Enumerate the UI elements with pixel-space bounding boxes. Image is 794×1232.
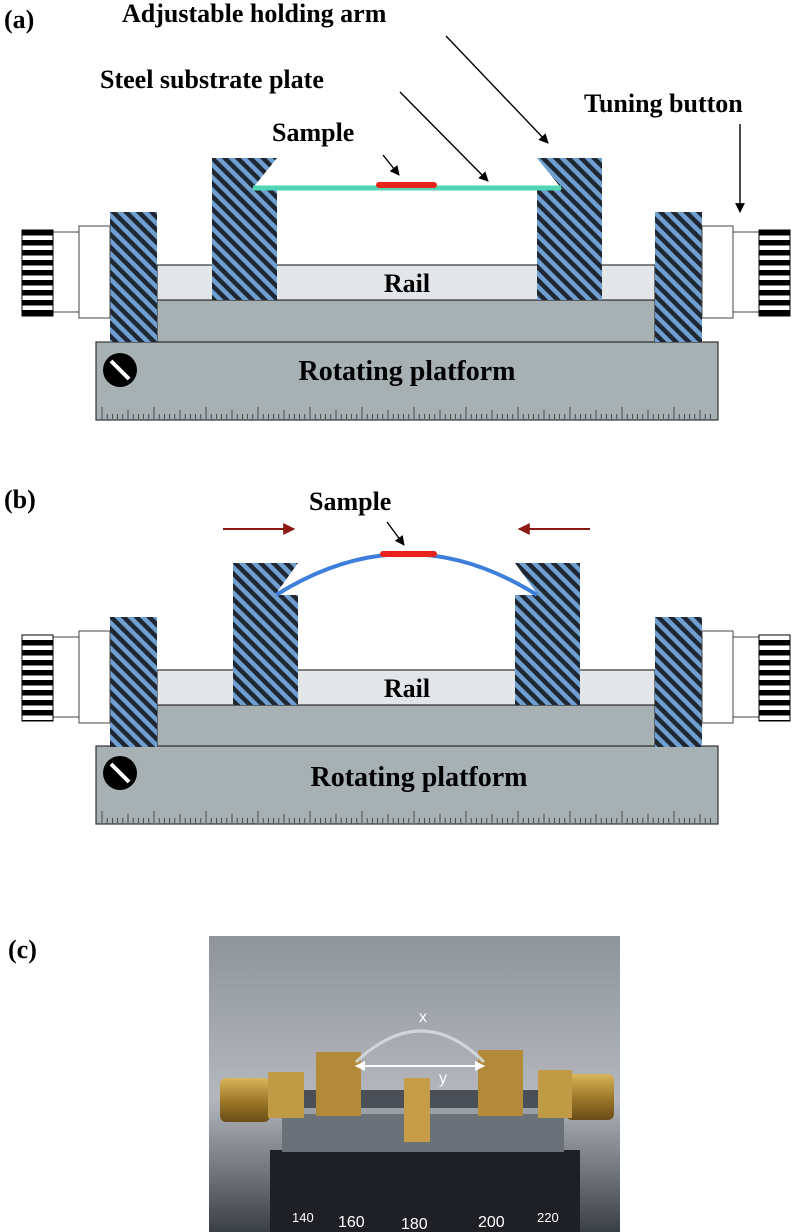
plate-pointer bbox=[399, 91, 489, 182]
left-button-barrel bbox=[78, 225, 111, 319]
screw-slot bbox=[109, 762, 131, 784]
right-end-block bbox=[655, 212, 702, 342]
panel-c: (c) 140 160 180 200 220 bbox=[8, 935, 620, 1232]
left-tuning-knob-icon bbox=[21, 634, 54, 722]
left-button-sleeve bbox=[52, 231, 80, 313]
photo-dial bbox=[270, 1150, 580, 1232]
callout-steel-plate: Steel substrate plate bbox=[100, 65, 324, 94]
dial-number: 140 bbox=[292, 1210, 314, 1225]
arc-length-label: x bbox=[419, 1009, 427, 1026]
right-button-sleeve bbox=[732, 636, 760, 718]
callout-holding-arm: Adjustable holding arm bbox=[122, 0, 387, 28]
photo-right-end bbox=[538, 1070, 572, 1118]
right-tuning-knob-icon bbox=[758, 634, 791, 722]
photo-left-knob bbox=[220, 1078, 270, 1122]
panel-b-label: (b) bbox=[4, 485, 36, 514]
rotating-platform bbox=[95, 341, 719, 421]
rail-label: Rail bbox=[384, 269, 430, 298]
photo-right-clamp bbox=[478, 1050, 523, 1116]
setup-photo: 140 160 180 200 220 x y bbox=[209, 936, 620, 1232]
right-end-block bbox=[655, 617, 702, 747]
right-button-sleeve bbox=[732, 231, 760, 313]
right-button-barrel bbox=[701, 630, 734, 724]
callout-sample-a: Sample bbox=[272, 118, 354, 147]
photo-left-end bbox=[268, 1072, 304, 1118]
platform-label: Rotating platform bbox=[311, 762, 528, 793]
panel-c-label: (c) bbox=[8, 935, 37, 964]
arm-pointer bbox=[445, 35, 549, 144]
left-button-barrel bbox=[78, 630, 111, 724]
right-tuning-knob-icon bbox=[758, 229, 791, 317]
rotating-platform bbox=[95, 745, 719, 825]
left-holding-arm bbox=[233, 563, 298, 705]
right-holding-arm bbox=[537, 158, 602, 300]
left-tuning-knob-icon bbox=[21, 229, 54, 317]
panel-a: (a) Rotating platform Rail Adjustable ho… bbox=[4, 0, 791, 421]
bent-substrate-plate bbox=[274, 552, 539, 597]
photo-left-clamp bbox=[316, 1052, 361, 1116]
panel-b: (b) Rotating platform Rail Sample bbox=[4, 485, 791, 825]
callout-tuning-button: Tuning button bbox=[584, 89, 743, 118]
photo-bent-plate bbox=[354, 1029, 486, 1064]
sample-pointer-b bbox=[386, 521, 405, 546]
right-button-barrel bbox=[701, 225, 734, 319]
rail-label: Rail bbox=[384, 674, 430, 703]
photo-center-post bbox=[404, 1078, 430, 1142]
span-length-label: y bbox=[439, 1070, 447, 1087]
rail-support bbox=[156, 704, 656, 747]
platform-scale-ticks bbox=[101, 811, 711, 823]
left-button-sleeve bbox=[52, 636, 80, 718]
right-holding-arm bbox=[515, 563, 580, 705]
left-end-block bbox=[110, 212, 157, 342]
left-holding-arm bbox=[212, 158, 277, 300]
sample-pointer-a bbox=[382, 154, 400, 176]
screw-slot bbox=[109, 359, 131, 381]
callout-sample-b: Sample bbox=[309, 487, 391, 516]
photo-right-knob bbox=[566, 1074, 614, 1120]
platform-label: Rotating platform bbox=[299, 356, 516, 387]
dial-number: 160 bbox=[338, 1214, 365, 1231]
dial-number: 180 bbox=[401, 1216, 428, 1232]
platform-scale-ticks bbox=[101, 407, 711, 419]
panel-a-label: (a) bbox=[4, 5, 34, 34]
left-end-block bbox=[110, 617, 157, 747]
dial-number: 200 bbox=[478, 1214, 505, 1231]
dial-number: 220 bbox=[537, 1210, 559, 1225]
rail-support bbox=[156, 299, 656, 343]
